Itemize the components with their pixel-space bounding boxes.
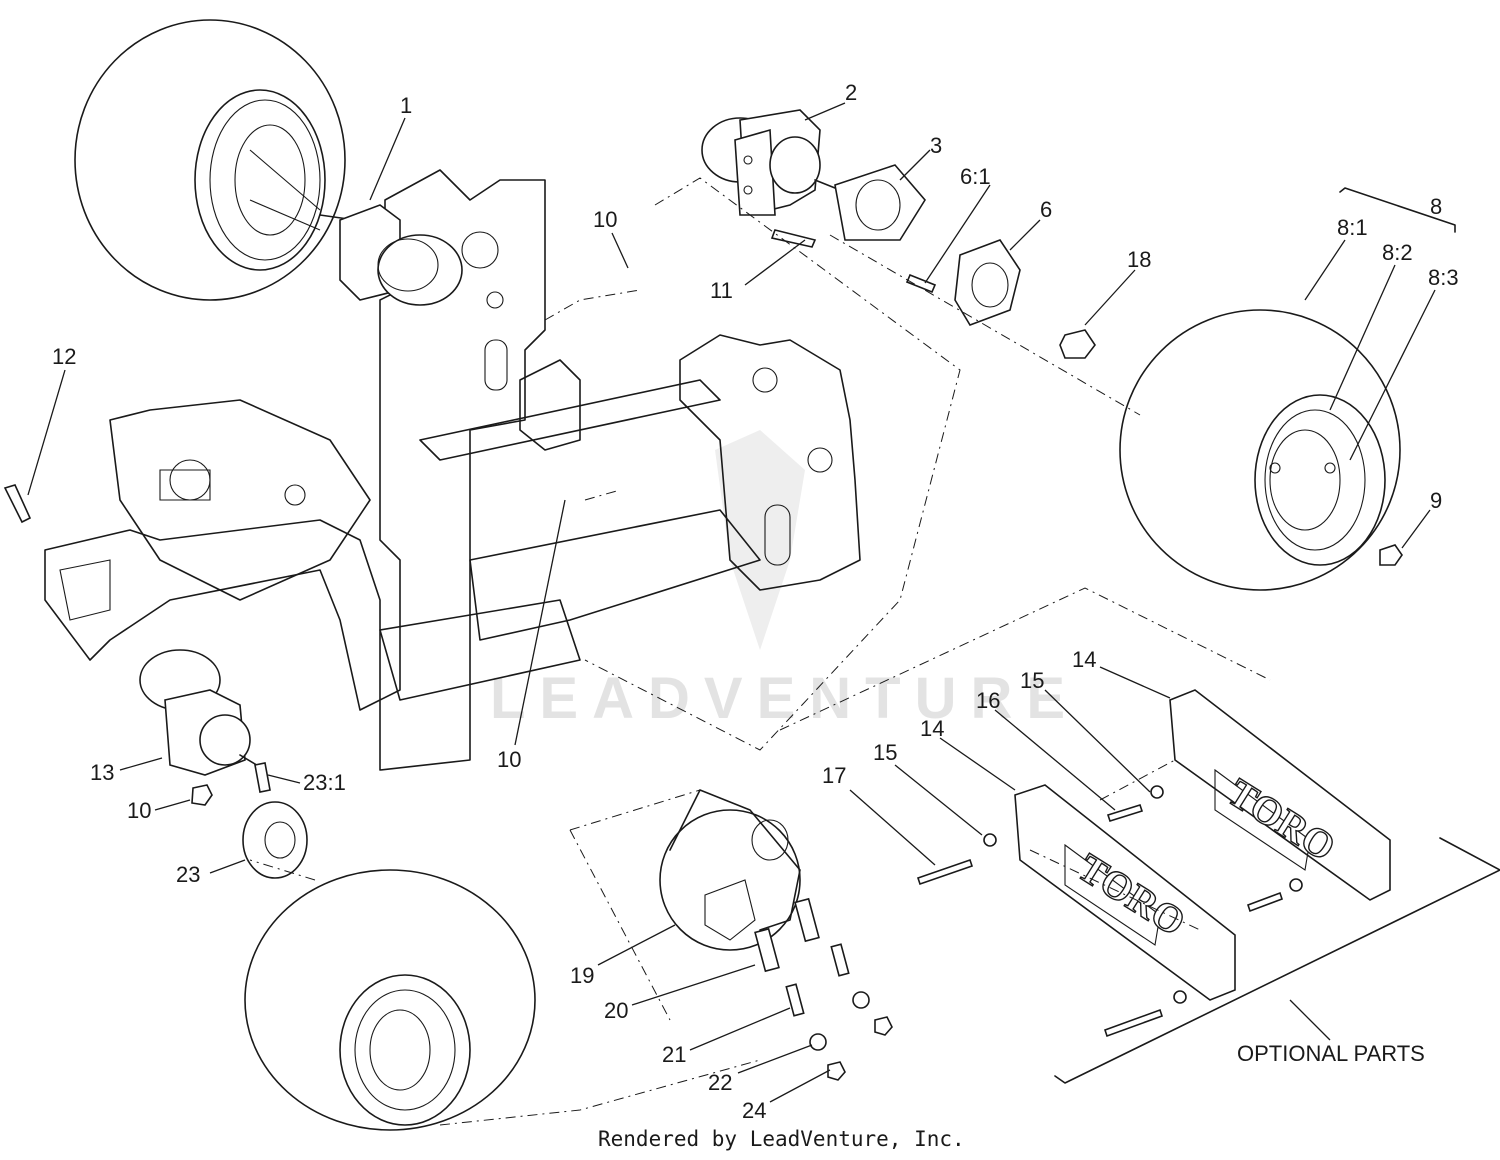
callout-14-left: 14	[920, 716, 944, 741]
callout-15-right: 15	[1020, 668, 1044, 693]
leader-lines	[27, 102, 1436, 1103]
callout-3: 3	[930, 133, 942, 158]
callout-6-1: 6:1	[960, 164, 991, 189]
callout-18: 18	[1127, 247, 1151, 272]
weight-19	[659, 789, 893, 1081]
wheel-right	[1119, 309, 1403, 591]
optional-parts-label: OPTIONAL PARTS	[1237, 1041, 1425, 1066]
callout-17: 17	[822, 763, 846, 788]
callout-1: 1	[400, 93, 412, 118]
wheel-bottom-left	[244, 869, 536, 1131]
brackets	[1054, 187, 1500, 1084]
chassis-frame	[44, 169, 861, 771]
wheel-motor-front-left	[139, 649, 308, 879]
callout-19: 19	[570, 963, 594, 988]
callout-23: 23	[176, 862, 200, 887]
callout-8-2: 8:2	[1382, 240, 1413, 265]
callout-8-3: 8:3	[1428, 265, 1459, 290]
callout-20: 20	[604, 998, 628, 1023]
callout-2: 2	[845, 80, 857, 105]
callout-8-1: 8:1	[1337, 215, 1368, 240]
callout-8: 8	[1430, 194, 1442, 219]
callout-21: 21	[662, 1042, 686, 1067]
callout-13: 13	[90, 760, 114, 785]
callout-24: 24	[742, 1098, 766, 1123]
callout-10-top: 10	[593, 207, 617, 232]
callout-23-1: 23:1	[303, 770, 346, 795]
callout-14-right: 14	[1072, 647, 1096, 672]
callout-9: 9	[1430, 488, 1442, 513]
callout-10-center: 10	[497, 747, 521, 772]
assembly-lines	[249, 177, 1271, 1126]
callout-11: 11	[710, 278, 733, 303]
callout-15-left: 15	[873, 740, 897, 765]
callout-10-left: 10	[127, 798, 151, 823]
callout-22: 22	[708, 1070, 732, 1095]
wheel-top-left	[74, 19, 346, 301]
callout-16: 16	[976, 688, 1000, 713]
watermark: LEADVENTURE	[490, 430, 1079, 731]
watermark-text: LEADVENTURE	[490, 666, 1079, 731]
callout-labels: 1 2 3 6:1 6 10 11 18 8 8:1 8:2 8:3 12 9 …	[52, 80, 1459, 1123]
callout-12: 12	[52, 344, 76, 369]
footer-credit: Rendered by LeadVenture, Inc.	[598, 1127, 965, 1151]
wheel-motor-top-right	[701, 109, 1096, 359]
wheel-motor-top-left	[319, 204, 463, 306]
callout-6: 6	[1040, 197, 1052, 222]
